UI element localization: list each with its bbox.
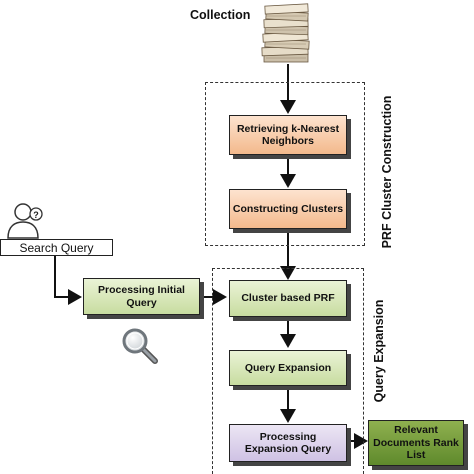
cluster-based-prf-step: Cluster based PRF <box>229 280 347 317</box>
query-expansion-group <box>212 268 364 474</box>
document-stack-icon <box>261 3 310 63</box>
constructing-clusters-label: Constructing Clusters <box>232 202 344 215</box>
svg-text:?: ? <box>33 210 39 220</box>
constructing-clusters-step: Constructing Clusters <box>229 189 347 229</box>
processing-initial-query-label: Processing Initial Query <box>98 284 185 309</box>
magnifier-icon <box>122 328 158 364</box>
prf-cluster-construction-group <box>205 82 365 246</box>
collection-label: Collection <box>190 8 251 22</box>
rank-list-label: Relevant Documents Rank List <box>373 424 459 462</box>
processing-expansion-query-step: Processing Expansion Query <box>229 424 347 462</box>
processing-initial-query-step: Processing Initial Query <box>83 278 200 315</box>
rank-list-output: Relevant Documents Rank List <box>368 420 464 466</box>
knn-step: Retrieving k-Nearest Neighbors <box>229 115 347 155</box>
cluster-based-prf-label: Cluster based PRF <box>241 292 335 305</box>
search-query-field: Search Query <box>0 239 113 256</box>
arrow-search-to-initial <box>54 256 82 305</box>
query-expansion-label: Query Expansion <box>372 299 386 403</box>
query-expansion-step: Query Expansion <box>229 350 347 386</box>
query-expansion-step-label: Query Expansion <box>244 361 332 374</box>
prf-cluster-construction-label: PRF Cluster Construction <box>380 95 394 249</box>
user-question-icon: ? <box>7 203 43 239</box>
processing-expansion-query-label: Processing Expansion Query <box>244 430 332 456</box>
knn-step-label: Retrieving k-Nearest Neighbors <box>236 122 340 148</box>
